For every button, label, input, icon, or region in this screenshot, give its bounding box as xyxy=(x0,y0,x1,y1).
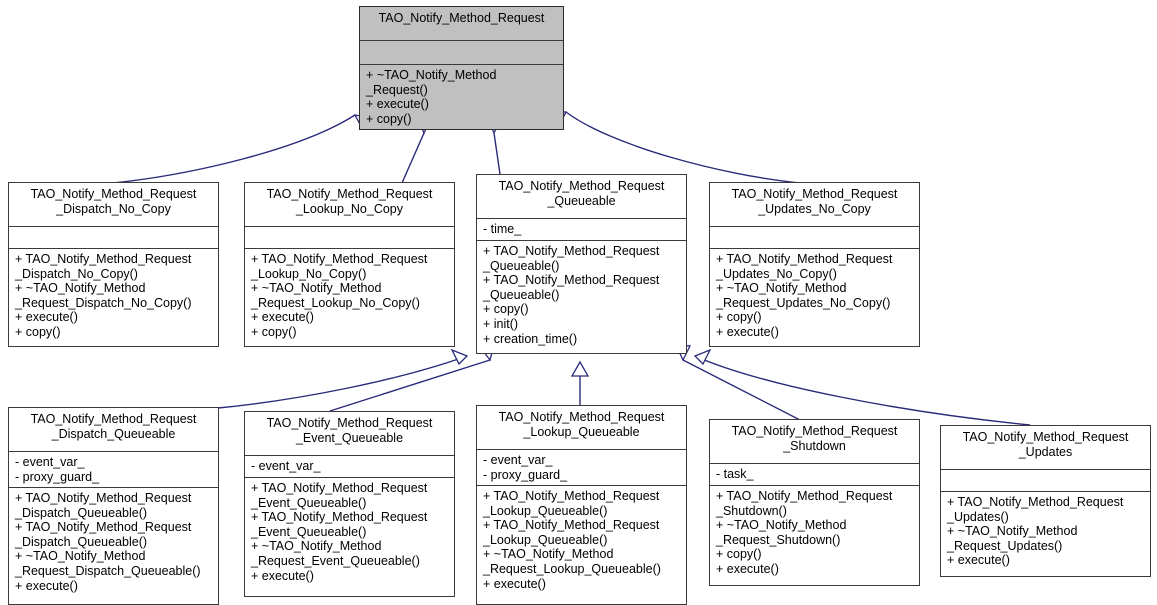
edge-dispatch-no-copy-to-root xyxy=(112,114,356,184)
class-operations: + TAO_Notify_Method_Request _Event_Queue… xyxy=(245,478,454,586)
class-attributes xyxy=(941,470,1150,492)
operation: + copy() xyxy=(483,302,529,317)
operation: + ~TAO_Notify_Method _Request_Updates() xyxy=(947,524,1078,553)
operation: + ~TAO_Notify_Method _Request_Dispatch_N… xyxy=(15,281,192,310)
operation: + copy() xyxy=(15,324,61,339)
class-name: TAO_Notify_Method_Request _Event_Queueab… xyxy=(245,412,454,456)
operation: + init() xyxy=(483,316,519,331)
operation: + ~TAO_Notify_Method _Request() xyxy=(366,68,497,97)
class-name: TAO_Notify_Method_Request _Shutdown xyxy=(710,420,919,464)
edge-updates-no-copy-to-root xyxy=(565,111,801,184)
class-operations: + TAO_Notify_Method_Request _Updates() +… xyxy=(941,492,1150,571)
operation: + copy() xyxy=(716,310,762,325)
operation: + ~TAO_Notify_Method _Request_Shutdown() xyxy=(716,518,847,547)
arrowhead-dispatch-queueable xyxy=(450,348,469,366)
operation: + creation_time() xyxy=(483,331,578,346)
class-operations: + TAO_Notify_Method_Request _Lookup_Queu… xyxy=(477,486,686,594)
attribute: - task_ xyxy=(716,467,754,481)
class-box-lookup-queueable[interactable]: TAO_Notify_Method_Request _Lookup_Queuea… xyxy=(476,405,687,605)
operation: + TAO_Notify_Method_Request _Lookup_Queu… xyxy=(483,489,660,518)
class-operations: + ~TAO_Notify_Method _Request() + execut… xyxy=(360,65,563,129)
class-attributes: - event_var_ - proxy_guard_ xyxy=(9,452,218,488)
operation: + TAO_Notify_Method_Request _Updates_No_… xyxy=(716,252,893,281)
edge-updates-to-queueable xyxy=(694,355,1031,426)
class-box-updates[interactable]: TAO_Notify_Method_Request _Updates + TAO… xyxy=(940,425,1151,577)
attribute: - event_var_ xyxy=(483,453,553,467)
class-operations: + TAO_Notify_Method_Request _Dispatch_Qu… xyxy=(9,488,218,596)
operation: + copy() xyxy=(366,111,412,126)
operation: + execute() xyxy=(251,568,314,583)
operation: + TAO_Notify_Method_Request _Dispatch_Qu… xyxy=(15,491,192,520)
operation: + execute() xyxy=(483,576,546,591)
operation: + execute() xyxy=(366,97,429,112)
class-box-event-queueable[interactable]: TAO_Notify_Method_Request _Event_Queueab… xyxy=(244,411,455,597)
operation: + execute() xyxy=(15,578,78,593)
class-operations: + TAO_Notify_Method_Request _Dispatch_No… xyxy=(9,249,218,343)
operation: + ~TAO_Notify_Method _Request_Event_Queu… xyxy=(251,539,420,568)
operation: + copy() xyxy=(716,547,762,562)
class-attributes: - event_var_ - proxy_guard_ xyxy=(477,450,686,486)
operation: + execute() xyxy=(716,561,779,576)
class-operations: + TAO_Notify_Method_Request _Lookup_No_C… xyxy=(245,249,454,343)
attribute: - event_var_ xyxy=(251,459,321,473)
arrowhead-lookup-queueable xyxy=(570,360,590,377)
class-attributes: - task_ xyxy=(710,464,919,486)
class-attributes xyxy=(710,227,919,249)
class-attributes xyxy=(245,227,454,249)
operation: + TAO_Notify_Method_Request _Queueable() xyxy=(483,273,660,302)
edge-lookup-no-copy-to-root xyxy=(401,132,425,184)
class-operations: + TAO_Notify_Method_Request _Queueable()… xyxy=(477,241,686,349)
operation: + TAO_Notify_Method_Request _Dispatch_No… xyxy=(15,252,192,281)
class-box-shutdown[interactable]: TAO_Notify_Method_Request _Shutdown - ta… xyxy=(709,419,920,586)
operation: + execute() xyxy=(15,310,78,325)
operation: + ~TAO_Notify_Method _Request_Lookup_No_… xyxy=(251,281,420,310)
operation: + TAO_Notify_Method_Request _Queueable() xyxy=(483,244,660,273)
class-name: TAO_Notify_Method_Request _Lookup_No_Cop… xyxy=(245,183,454,227)
operation: + TAO_Notify_Method_Request _Lookup_No_C… xyxy=(251,252,428,281)
operation: + TAO_Notify_Method_Request _Lookup_Queu… xyxy=(483,518,660,547)
class-box-dispatch-queueable[interactable]: TAO_Notify_Method_Request _Dispatch_Queu… xyxy=(8,407,219,605)
class-name: TAO_Notify_Method_Request _Updates xyxy=(941,426,1150,470)
edge-queueable-to-root xyxy=(493,132,501,175)
operation: + copy() xyxy=(251,324,297,339)
attribute: - time_ xyxy=(483,222,522,236)
operation: + TAO_Notify_Method_Request _Dispatch_Qu… xyxy=(15,520,192,549)
operation: + TAO_Notify_Method_Request _Event_Queue… xyxy=(251,481,428,510)
class-name: TAO_Notify_Method_Request xyxy=(360,7,563,41)
class-box-dispatch-no-copy[interactable]: TAO_Notify_Method_Request _Dispatch_No_C… xyxy=(8,182,219,347)
class-name: TAO_Notify_Method_Request _Queueable xyxy=(477,175,686,219)
attribute: - event_var_ xyxy=(15,455,85,469)
edge-dispatch-queueable-to-queueable xyxy=(217,355,468,409)
operation: + execute() xyxy=(716,324,779,339)
operation: + execute() xyxy=(947,553,1010,568)
operation: + TAO_Notify_Method_Request _Shutdown() xyxy=(716,489,893,518)
class-name: TAO_Notify_Method_Request _Dispatch_Queu… xyxy=(9,408,218,452)
class-operations: + TAO_Notify_Method_Request _Updates_No_… xyxy=(710,249,919,343)
operation: + ~TAO_Notify_Method _Request_Lookup_Que… xyxy=(483,547,661,576)
class-box-tao-notify-method-request[interactable]: TAO_Notify_Method_Request + ~TAO_Notify_… xyxy=(359,6,564,130)
arrowhead-updates xyxy=(693,348,712,366)
operation: + ~TAO_Notify_Method _Request_Updates_No… xyxy=(716,281,891,310)
class-box-updates-no-copy[interactable]: TAO_Notify_Method_Request _Updates_No_Co… xyxy=(709,182,920,347)
class-attributes: - time_ xyxy=(477,219,686,241)
operation: + ~TAO_Notify_Method _Request_Dispatch_Q… xyxy=(15,549,201,578)
class-name: TAO_Notify_Method_Request _Dispatch_No_C… xyxy=(9,183,218,227)
class-attributes xyxy=(360,41,563,65)
class-attributes xyxy=(9,227,218,249)
edge-shutdown-to-queueable xyxy=(682,359,801,421)
operation: + execute() xyxy=(251,310,314,325)
attribute: - proxy_guard_ xyxy=(15,469,100,484)
class-box-lookup-no-copy[interactable]: TAO_Notify_Method_Request _Lookup_No_Cop… xyxy=(244,182,455,347)
class-name: TAO_Notify_Method_Request _Lookup_Queuea… xyxy=(477,406,686,450)
class-box-queueable[interactable]: TAO_Notify_Method_Request _Queueable - t… xyxy=(476,174,687,354)
edge-event-queueable-to-queueable xyxy=(329,359,491,412)
class-operations: + TAO_Notify_Method_Request _Shutdown() … xyxy=(710,486,919,580)
attribute: - proxy_guard_ xyxy=(483,467,568,482)
class-name: TAO_Notify_Method_Request _Updates_No_Co… xyxy=(710,183,919,227)
operation: + TAO_Notify_Method_Request _Event_Queue… xyxy=(251,510,428,539)
operation: + TAO_Notify_Method_Request _Updates() xyxy=(947,495,1124,524)
class-attributes: - event_var_ xyxy=(245,456,454,478)
